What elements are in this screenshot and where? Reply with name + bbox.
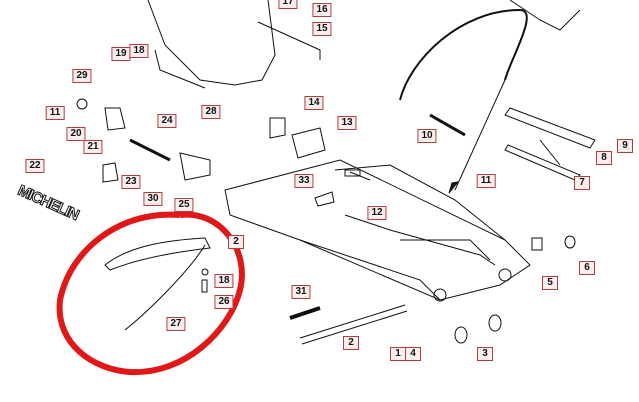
part-label-12: 12 — [367, 206, 387, 220]
part-label-28: 28 — [201, 105, 221, 119]
rear-fender — [147, 0, 276, 86]
brake-hose — [399, 8, 528, 101]
chain-slider — [104, 237, 211, 271]
part-label-21: 21 — [83, 140, 103, 154]
part-label-3: 3 — [477, 347, 493, 361]
part-label-7: 7 — [574, 176, 590, 190]
part-label-11b: 11 — [476, 174, 496, 188]
chain-guard — [504, 107, 596, 181]
part-label-33: 33 — [294, 174, 314, 188]
highlight-circle — [56, 211, 245, 376]
part-label-6: 6 — [579, 261, 595, 275]
part-label-31: 31 — [291, 285, 311, 299]
part-label-27: 27 — [166, 317, 186, 331]
part-label-19: 19 — [111, 47, 131, 61]
part-label-4: 4 — [405, 347, 421, 361]
part-label-16: 16 — [312, 3, 332, 17]
part-label-23: 23 — [121, 175, 141, 189]
part-label-8: 8 — [596, 151, 612, 165]
part-label-18: 18 — [129, 44, 149, 58]
part-label-5: 5 — [542, 276, 558, 290]
part-label-14: 14 — [304, 96, 324, 110]
part-label-17: 17 — [278, 0, 298, 9]
part-label-15: 15 — [312, 22, 332, 36]
part-label-12b: 2 — [228, 235, 244, 249]
part-label-11: 11 — [45, 106, 65, 120]
part-label-1: 1 — [390, 347, 406, 361]
part-label-13: 13 — [337, 116, 357, 130]
part-label-20: 20 — [66, 127, 86, 141]
part-label-30: 30 — [143, 192, 163, 206]
part-label-26: 26 — [214, 295, 234, 309]
part-label-22: 22 — [25, 159, 45, 173]
part-label-9: 9 — [617, 139, 633, 153]
part-label-18b: 18 — [214, 274, 234, 288]
part-label-10: 10 — [417, 129, 437, 143]
part-label-25: 25 — [174, 198, 194, 212]
part-label-29: 29 — [72, 69, 92, 83]
part-label-2: 2 — [343, 336, 359, 350]
pivot-shaft — [299, 304, 408, 345]
part-label-24: 24 — [157, 114, 177, 128]
swingarm — [224, 159, 531, 302]
